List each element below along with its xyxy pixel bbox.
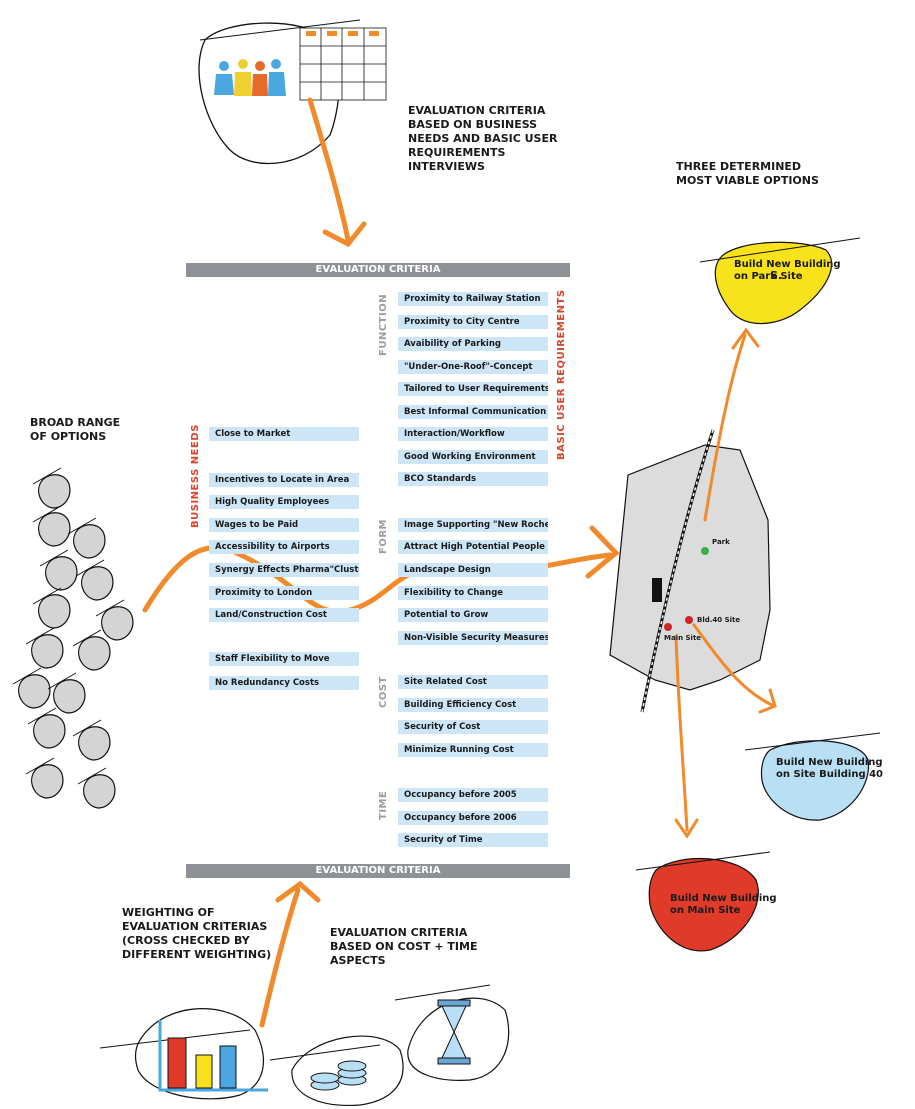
option-blob	[38, 512, 71, 547]
user-requirement-item: Tailored to User Requirements	[398, 382, 548, 396]
weighting-label: WEIGHTING OF EVALUATION CRITERIAS (CROSS…	[122, 906, 272, 961]
three-options-label: THREE DETERMINED MOST VIABLE OPTIONS	[676, 160, 819, 187]
whiteboard-icon	[299, 27, 387, 101]
user-requirement-item: Landscape Design	[398, 563, 548, 577]
business-needs-title: BUSINESS NEEDS	[190, 424, 201, 528]
interview-sketch	[198, 19, 387, 165]
user-requirement-item: Security of Cost	[398, 720, 548, 734]
option-blob-stroke	[12, 667, 42, 685]
business-need-item: Incentives to Locate in Area	[209, 473, 359, 487]
map-label-main: Main Site	[664, 634, 702, 642]
user-requirement-item: Proximity to Railway Station	[398, 292, 548, 306]
broad-range-label: BROAD RANGE OF OPTIONS	[30, 416, 121, 443]
option-blob	[38, 474, 71, 509]
option-blob	[73, 524, 106, 559]
user-requirement-item: Avaibility of Parking	[398, 337, 548, 351]
user-requirement-item: Attract High Potential People	[398, 540, 548, 554]
option-park-label: Build New Building on Park Site	[734, 259, 841, 282]
evaluation-criteria-footer: EVALUATION CRITERIA	[186, 864, 570, 878]
business-need-item: Synergy Effects Pharma"Cluster	[209, 563, 359, 577]
option-blob	[101, 606, 134, 641]
cost-time-label: EVALUATION CRITERIA BASED ON COST + TIME…	[330, 926, 478, 967]
option-blob	[78, 726, 111, 761]
top-criteria-label: EVALUATION CRITERIA BASED ON BUSINESS NE…	[408, 104, 558, 173]
business-need-item: Accessibility to Airports	[209, 540, 359, 554]
business-need-item: Land/Construction Cost	[209, 608, 359, 622]
user-requirement-item: BCO Standards	[398, 472, 548, 486]
option-blob-stroke	[32, 505, 62, 523]
option-blob-stroke	[39, 549, 69, 567]
option-blob	[45, 556, 78, 591]
option-blob	[81, 566, 114, 601]
option-blob-stroke	[32, 467, 62, 485]
user-requirements-title: BASIC USER REQUIREMENTS	[556, 289, 567, 460]
arrows-to-options	[674, 327, 777, 839]
user-requirement-item: Security of Time	[398, 833, 548, 847]
user-requirement-item: Occupancy before 2005	[398, 788, 548, 802]
option-blob-stroke	[25, 757, 55, 775]
business-need-item: Staff Flexibility to Move	[209, 652, 359, 666]
option-blob-stroke	[75, 559, 105, 577]
option-bld40-label: Build New Building on Site Building 40	[776, 757, 884, 780]
option-blob	[31, 764, 64, 799]
option-blob-park	[699, 237, 861, 325]
business-need-item: High Quality Employees	[209, 495, 359, 509]
option-blob-stroke	[95, 599, 125, 617]
option-blob	[83, 774, 116, 809]
business-need-item: Close to Market	[209, 427, 359, 441]
business-need-item: Wages to be Paid	[209, 518, 359, 532]
user-requirement-item: Interaction/Workflow	[398, 427, 548, 441]
map-label-bld40: Bld.40 Site	[697, 616, 741, 624]
option-blob	[38, 594, 71, 629]
arrow-top	[307, 97, 367, 248]
user-requirement-item: Site Related Cost	[398, 675, 548, 689]
option-blob	[33, 714, 66, 749]
user-requirement-item: "Under-One-Roof"-Concept	[398, 360, 548, 374]
arrow-bottom	[259, 880, 321, 1028]
option-blob	[18, 674, 51, 709]
option-blob	[78, 636, 111, 671]
evaluation-criteria-header: EVALUATION CRITERIA	[186, 263, 570, 277]
option-blob-stroke	[67, 517, 97, 535]
business-need-item: Proximity to London	[209, 586, 359, 600]
options-blobs	[12, 467, 134, 809]
option-main-label: Build New Building on Main Site	[670, 893, 777, 916]
option-blob	[31, 634, 64, 669]
option-blob-bld40	[744, 732, 881, 821]
user-requirement-item: Good Working Environment	[398, 450, 548, 464]
option-blob	[53, 679, 86, 714]
user-requirement-item: Non-Visible Security Measures	[398, 631, 548, 645]
bar-chart-sketch	[99, 1008, 268, 1100]
option-blob-stroke	[47, 672, 77, 690]
people-icon	[214, 59, 286, 96]
option-blob-stroke	[27, 707, 57, 725]
user-requirement-item: Minimize Running Cost	[398, 743, 548, 757]
group-form: FORM	[378, 519, 389, 554]
group-time: TIME	[378, 790, 389, 820]
option-blob-stroke	[72, 629, 102, 647]
coins-sketch	[269, 1035, 404, 1107]
option-park-s-label: S.	[770, 269, 783, 282]
site-map	[609, 429, 771, 713]
user-requirement-item: Proximity to City Centre	[398, 315, 548, 329]
option-blob-stroke	[72, 719, 102, 737]
group-cost: COST	[378, 676, 389, 708]
option-blob-stroke	[25, 627, 55, 645]
user-requirement-item: Flexibility to Change	[398, 586, 548, 600]
business-need-item: No Redundancy Costs	[209, 676, 359, 690]
user-requirement-item: Best Informal Communication	[398, 405, 548, 419]
map-label-park: Park	[712, 538, 730, 546]
user-requirement-item: Occupancy before 2006	[398, 811, 548, 825]
hourglass-sketch	[394, 984, 510, 1081]
option-blob-stroke	[32, 587, 62, 605]
user-requirement-item: Potential to Grow	[398, 608, 548, 622]
option-blob-stroke	[77, 767, 107, 785]
group-function: FUNCTION	[378, 293, 389, 356]
user-requirement-item: Image Supporting "New Roche"	[398, 518, 548, 532]
option-blob-main	[635, 851, 771, 952]
user-requirement-item: Building Efficiency Cost	[398, 698, 548, 712]
